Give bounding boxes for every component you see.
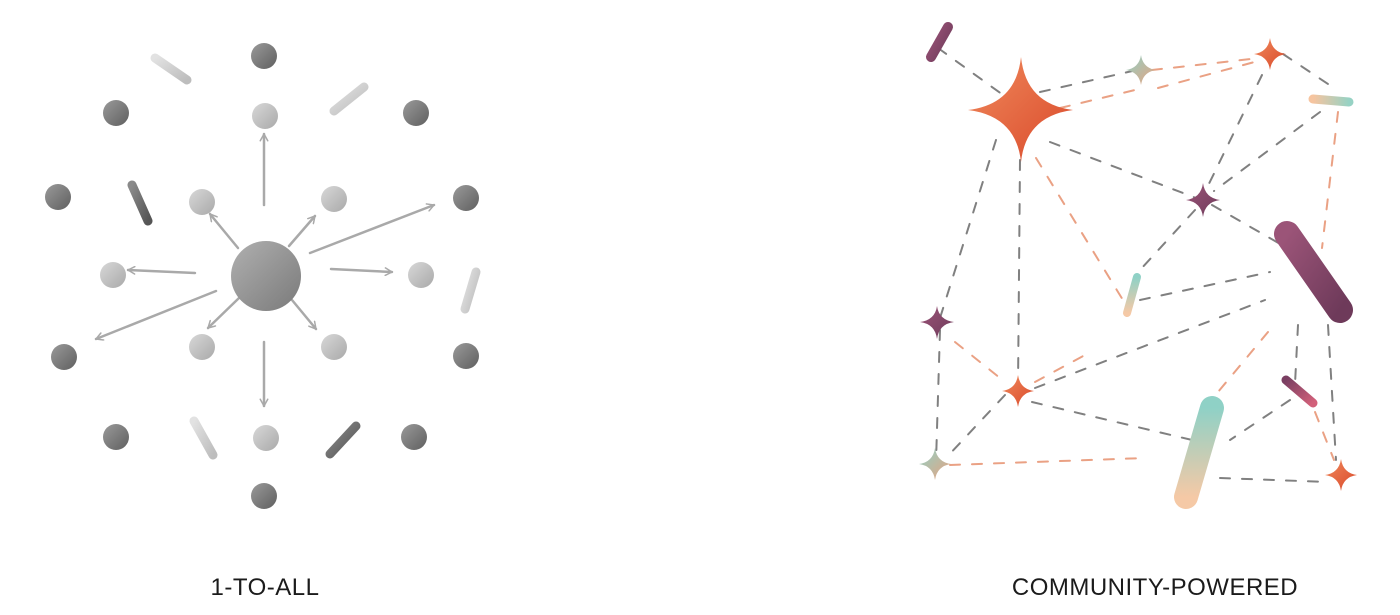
- stick: [189, 416, 218, 460]
- inactive-sticks: [127, 53, 481, 460]
- node: [321, 334, 347, 360]
- connection: [949, 457, 1146, 466]
- stick: [150, 53, 192, 85]
- capsule: [926, 22, 953, 62]
- connection: [1139, 209, 1196, 271]
- connection: [1219, 477, 1329, 483]
- connection: [1157, 59, 1263, 89]
- connection: [939, 139, 997, 319]
- arrow-right: [329, 267, 394, 277]
- node: [103, 424, 129, 450]
- large-orange-star: [968, 57, 1073, 162]
- caption-community-powered: COMMUNITY-POWERED: [1011, 574, 1299, 601]
- broadcast-arrows: [94, 132, 436, 408]
- broadcaster-hub: [231, 241, 301, 311]
- node: [100, 262, 126, 288]
- outer-nodes: [45, 43, 479, 509]
- plum-star: [1186, 183, 1220, 217]
- connection: [1229, 399, 1291, 441]
- connection: [1203, 74, 1263, 195]
- capsule: [1308, 94, 1354, 107]
- capsule: [1123, 273, 1141, 317]
- arrow-far-right: [308, 203, 436, 255]
- connection: [1059, 89, 1136, 109]
- plum-star: [920, 306, 954, 339]
- member-stars: [919, 38, 1357, 491]
- teal-star: [919, 448, 951, 480]
- stick: [127, 180, 153, 226]
- connection: [954, 341, 1006, 383]
- node: [403, 100, 429, 126]
- gray-connections: [935, 47, 1337, 483]
- orange-connections: [949, 57, 1339, 466]
- orange-star: [1325, 459, 1357, 491]
- node: [321, 186, 347, 212]
- one-to-all-diagram: [45, 43, 481, 509]
- connection: [1034, 354, 1086, 383]
- connection: [1314, 411, 1335, 461]
- node: [189, 334, 215, 360]
- connection: [1035, 157, 1127, 306]
- caption-one-to-all: 1-TO-ALL: [210, 574, 320, 601]
- node: [51, 344, 77, 370]
- arrow-left: [126, 265, 197, 275]
- community-diagram: [919, 22, 1357, 509]
- orange-star: [1002, 375, 1034, 407]
- connection: [1282, 53, 1335, 89]
- connection: [1294, 324, 1299, 385]
- node: [401, 424, 427, 450]
- connection: [945, 394, 1006, 459]
- connection: [1327, 324, 1337, 461]
- node: [453, 343, 479, 369]
- connection: [1017, 159, 1021, 389]
- node: [45, 184, 71, 210]
- node: [253, 425, 279, 451]
- connection: [1039, 69, 1138, 93]
- connection: [1321, 111, 1339, 249]
- connection: [1031, 401, 1193, 441]
- connection: [1217, 331, 1269, 393]
- arrow-down-left: [206, 296, 241, 330]
- connection: [1213, 111, 1321, 192]
- node: [453, 185, 479, 211]
- capsule: [1281, 375, 1318, 408]
- connection: [1034, 299, 1266, 389]
- teal-star: [1126, 55, 1156, 85]
- member-capsules: [926, 22, 1354, 509]
- arrow-up-left: [208, 212, 240, 250]
- node: [103, 100, 129, 126]
- arrow-down-right: [290, 298, 318, 331]
- connection: [935, 329, 941, 463]
- capsule: [1274, 221, 1353, 323]
- orange-star: [1254, 38, 1286, 70]
- connection: [1151, 57, 1261, 71]
- connection: [937, 47, 1011, 101]
- inner-nodes: [100, 103, 434, 451]
- node: [251, 483, 277, 509]
- capsule: [1174, 396, 1224, 509]
- arrow-up-right: [287, 214, 317, 248]
- node: [252, 103, 278, 129]
- connection: [1049, 141, 1197, 199]
- stick: [325, 421, 361, 459]
- connection: [1139, 271, 1271, 301]
- arrow-far-left: [94, 289, 218, 341]
- node: [189, 189, 215, 215]
- node: [408, 262, 434, 288]
- node: [251, 43, 277, 69]
- stick: [460, 267, 481, 314]
- connection: [1211, 204, 1283, 246]
- stick: [329, 82, 369, 116]
